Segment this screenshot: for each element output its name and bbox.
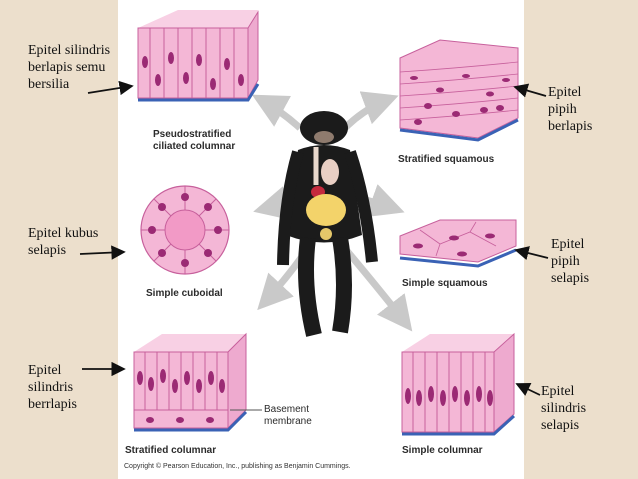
caption-simple-columnar: Simple columnar: [402, 445, 483, 456]
caption-stratified-columnar: Stratified columnar: [125, 445, 217, 456]
caption-pseudostratified: Pseudostratified ciliated columnar: [153, 129, 236, 152]
caption-basement-membrane: Basement membrane: [264, 404, 312, 427]
tissue-stratified-squamous: [399, 39, 519, 142]
label-stratified-squamous: Epitel pipih berlapis: [548, 85, 593, 134]
tissue-simple-columnar: [401, 332, 516, 436]
tissue-simple-squamous: [399, 219, 517, 268]
annotation-arrows: [79, 80, 549, 396]
chimp-figure: [277, 111, 378, 337]
caption-stratified-squamous: Stratified squamous: [398, 154, 495, 165]
label-pseudostratified: Epitel silindris berlapis semu bersilia: [28, 43, 111, 92]
label-simple-squamous: Epitel pipih selapis: [551, 237, 590, 286]
tissue-pseudostratified: [137, 10, 260, 102]
label-simple-columnar: Epitel silindris selapis: [541, 384, 587, 433]
label-simple-cuboidal: Epitel kubus selapis: [28, 226, 99, 258]
copyright-line: Copyright © Pearson Education, Inc., pub…: [124, 463, 351, 470]
label-stratified-columnar: Epitel silindris berrlapis: [28, 363, 77, 412]
caption-simple-cuboidal: Simple cuboidal: [146, 288, 223, 299]
caption-simple-squamous: Simple squamous: [402, 278, 488, 289]
tissue-stratified-columnar: [133, 332, 262, 432]
tissue-simple-cuboidal: [140, 185, 230, 275]
